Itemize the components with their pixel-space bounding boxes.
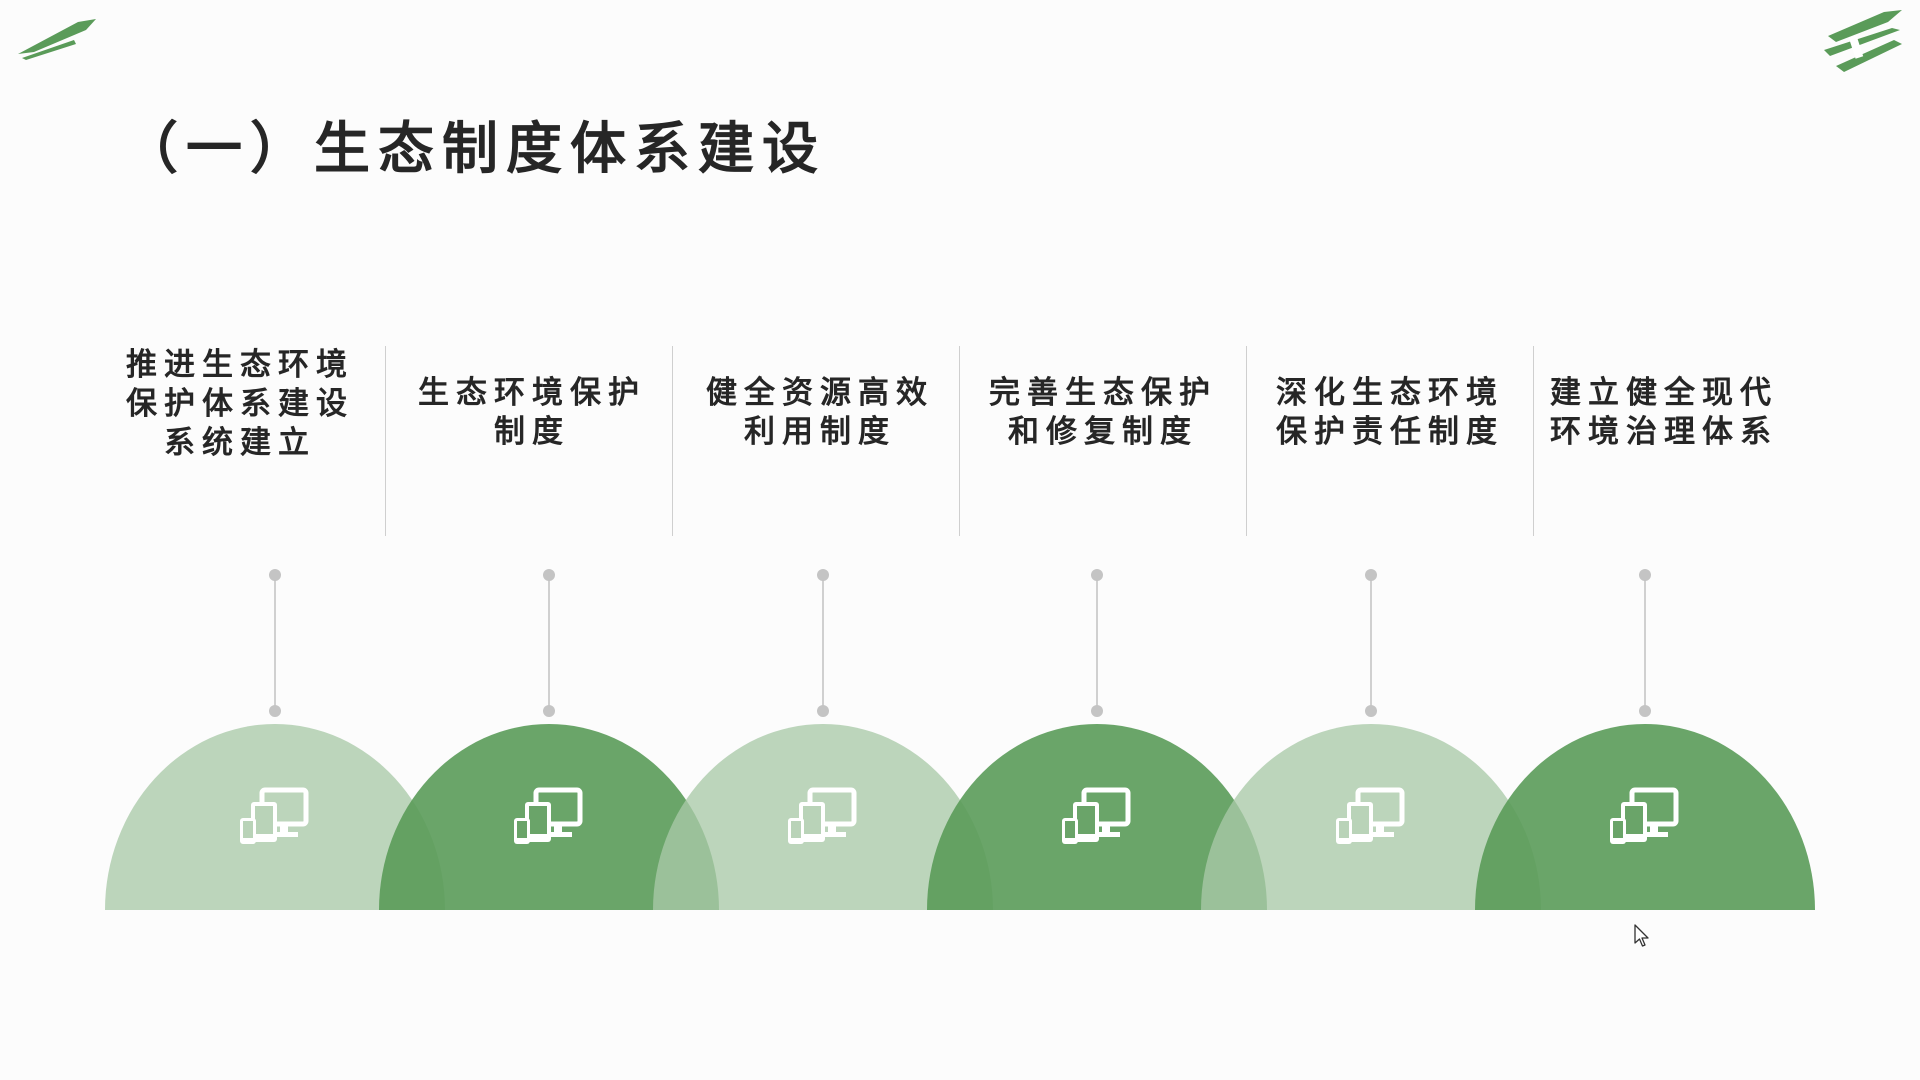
item-label-6: 建立健全现代环境治理体系 [1550, 375, 1778, 450]
mouse-cursor-icon [1634, 924, 1649, 947]
connector-dot [543, 569, 555, 581]
column-divider [959, 346, 960, 536]
item-label-4: 完善生态保护和修复制度 [989, 375, 1217, 450]
connector-dot [1365, 705, 1377, 717]
brand-logo-right [1824, 10, 1902, 72]
item-label-1: 推进生态环境保护体系建设系统建立 [126, 347, 354, 461]
column-divider [385, 346, 386, 536]
item-label-2: 生态环境保护制度 [418, 375, 646, 450]
connector-dot [817, 569, 829, 581]
connector-dot [1639, 569, 1651, 581]
connector-dot [1365, 569, 1377, 581]
connector-dot [817, 705, 829, 717]
connector-dot [1091, 705, 1103, 717]
column-divider [672, 346, 673, 536]
connector-dot [1091, 569, 1103, 581]
page-title: （一）生态制度体系建设 [122, 117, 826, 182]
connector-dot [1639, 705, 1651, 717]
connector-dot [269, 705, 281, 717]
brand-logo-left [18, 19, 96, 60]
connector-dot [543, 705, 555, 717]
item-label-5: 深化生态环境保护责任制度 [1276, 375, 1504, 450]
column-divider [1533, 346, 1534, 536]
connector-dot [269, 569, 281, 581]
item-label-3: 健全资源高效利用制度 [706, 375, 934, 450]
column-divider [1246, 346, 1247, 536]
